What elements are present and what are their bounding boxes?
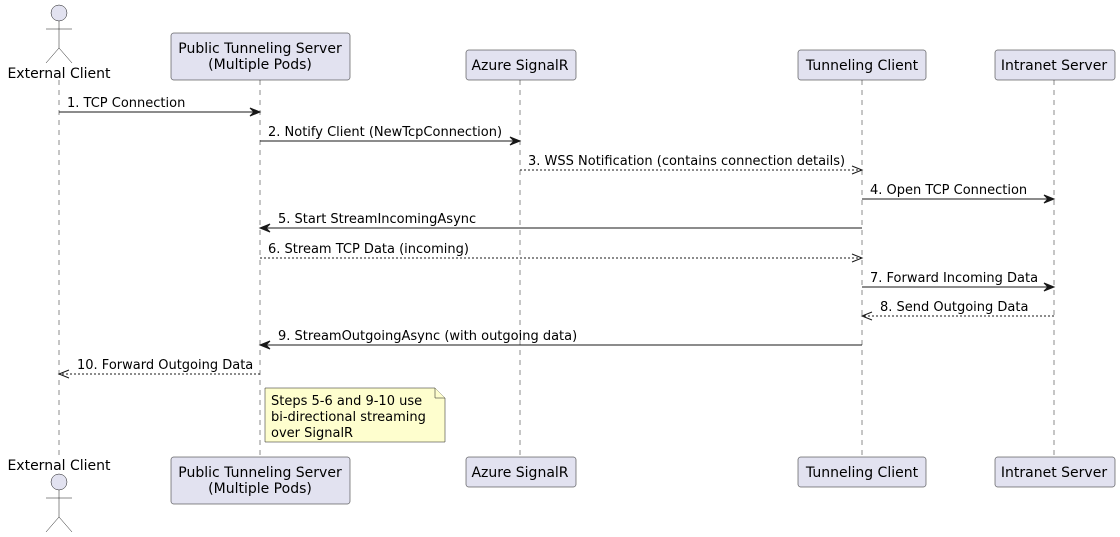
arrowhead	[1043, 282, 1056, 292]
participant-box	[994, 49, 1116, 81]
message-9: 9. StreamOutgoingAsync (with outgoing da…	[258, 329, 862, 350]
arrowhead	[851, 253, 864, 263]
participant-label: Azure SignalR	[471, 465, 568, 481]
message-4: 4. Open TCP Connection	[862, 183, 1056, 204]
note-fold	[434, 388, 445, 399]
participant-azure-signalr-bottom: Azure SignalR	[465, 456, 577, 488]
actor-head	[50, 473, 68, 491]
arrowhead	[1043, 194, 1056, 204]
actor-leg-right	[58, 516, 73, 533]
actor-leg-right	[58, 47, 73, 64]
message-label: 1. TCP Connection	[67, 96, 185, 111]
message-8: 8. Send Outgoing Data	[860, 300, 1054, 321]
message-6: 6. Stream TCP Data (incoming)	[260, 242, 864, 263]
message-label: 4. Open TCP Connection	[870, 183, 1027, 198]
participant-azure-signalr-top: Azure SignalR	[465, 49, 577, 81]
participant-label: Tunneling Client	[805, 58, 919, 74]
note-line: bi-directional streaming	[271, 410, 426, 425]
participant-intranet-server-bottom: Intranet Server	[994, 456, 1116, 488]
message-label: 5. Start StreamIncomingAsync	[278, 212, 476, 227]
participant-box	[994, 456, 1116, 488]
actor-label: External Client	[7, 66, 111, 82]
participant-tunneling-client-top: Tunneling Client	[797, 49, 927, 81]
arrowhead	[57, 369, 70, 379]
participant-label: Tunneling Client	[805, 465, 919, 481]
participant-box	[797, 49, 927, 81]
participant-box	[465, 49, 577, 81]
participant-intranet-server-top: Intranet Server	[994, 49, 1116, 81]
actor-head	[50, 4, 68, 22]
participant-label: Public Tunneling Server	[178, 465, 342, 481]
participant-box	[797, 456, 927, 488]
participant-box	[170, 456, 351, 505]
note-line: Steps 5-6 and 9-10 use	[271, 394, 422, 409]
note-body	[264, 387, 446, 443]
message-label: 2. Notify Client (NewTcpConnection)	[268, 125, 502, 140]
actor-leg-left	[45, 516, 60, 533]
arrowhead	[851, 165, 864, 175]
arrowhead	[509, 136, 522, 146]
arrowhead	[258, 340, 271, 350]
message-label: 6. Stream TCP Data (incoming)	[268, 242, 469, 257]
participant-public-tunneling-server-bottom: Public Tunneling Server(Multiple Pods)	[170, 456, 351, 505]
message-label: 9. StreamOutgoingAsync (with outgoing da…	[278, 329, 577, 344]
message-label: 8. Send Outgoing Data	[880, 300, 1028, 315]
message-label: 10. Forward Outgoing Data	[77, 358, 253, 373]
participant-label: Public Tunneling Server	[178, 41, 342, 57]
participant-label: Azure SignalR	[471, 58, 568, 74]
participant-public-tunneling-server-top: Public Tunneling Server(Multiple Pods)	[170, 32, 351, 81]
message-label: 3. WSS Notification (contains connection…	[528, 154, 845, 169]
participant-label: (Multiple Pods)	[208, 57, 312, 73]
note-line: over SignalR	[271, 426, 353, 441]
message-3: 3. WSS Notification (contains connection…	[520, 154, 864, 175]
participant-box	[170, 32, 351, 81]
arrowhead	[249, 107, 262, 117]
participant-box	[465, 456, 577, 488]
message-1: 1. TCP Connection	[59, 96, 262, 117]
participant-tunneling-client-bottom: Tunneling Client	[797, 456, 927, 488]
message-2: 2. Notify Client (NewTcpConnection)	[260, 125, 522, 146]
participant-label: (Multiple Pods)	[208, 481, 312, 497]
message-5: 5. Start StreamIncomingAsync	[258, 212, 862, 233]
participant-label: Intranet Server	[1001, 58, 1107, 74]
participant-external-client-top: External Client	[7, 4, 111, 82]
actor-label: External Client	[7, 458, 111, 474]
message-10: 10. Forward Outgoing Data	[57, 358, 260, 379]
message-7: 7. Forward Incoming Data	[862, 271, 1056, 292]
arrowhead	[258, 223, 271, 233]
actor-leg-left	[45, 47, 60, 64]
participant-label: Intranet Server	[1001, 465, 1107, 481]
arrowhead	[860, 311, 873, 321]
participant-external-client-bottom: External Client	[7, 458, 111, 533]
message-label: 7. Forward Incoming Data	[870, 271, 1038, 286]
